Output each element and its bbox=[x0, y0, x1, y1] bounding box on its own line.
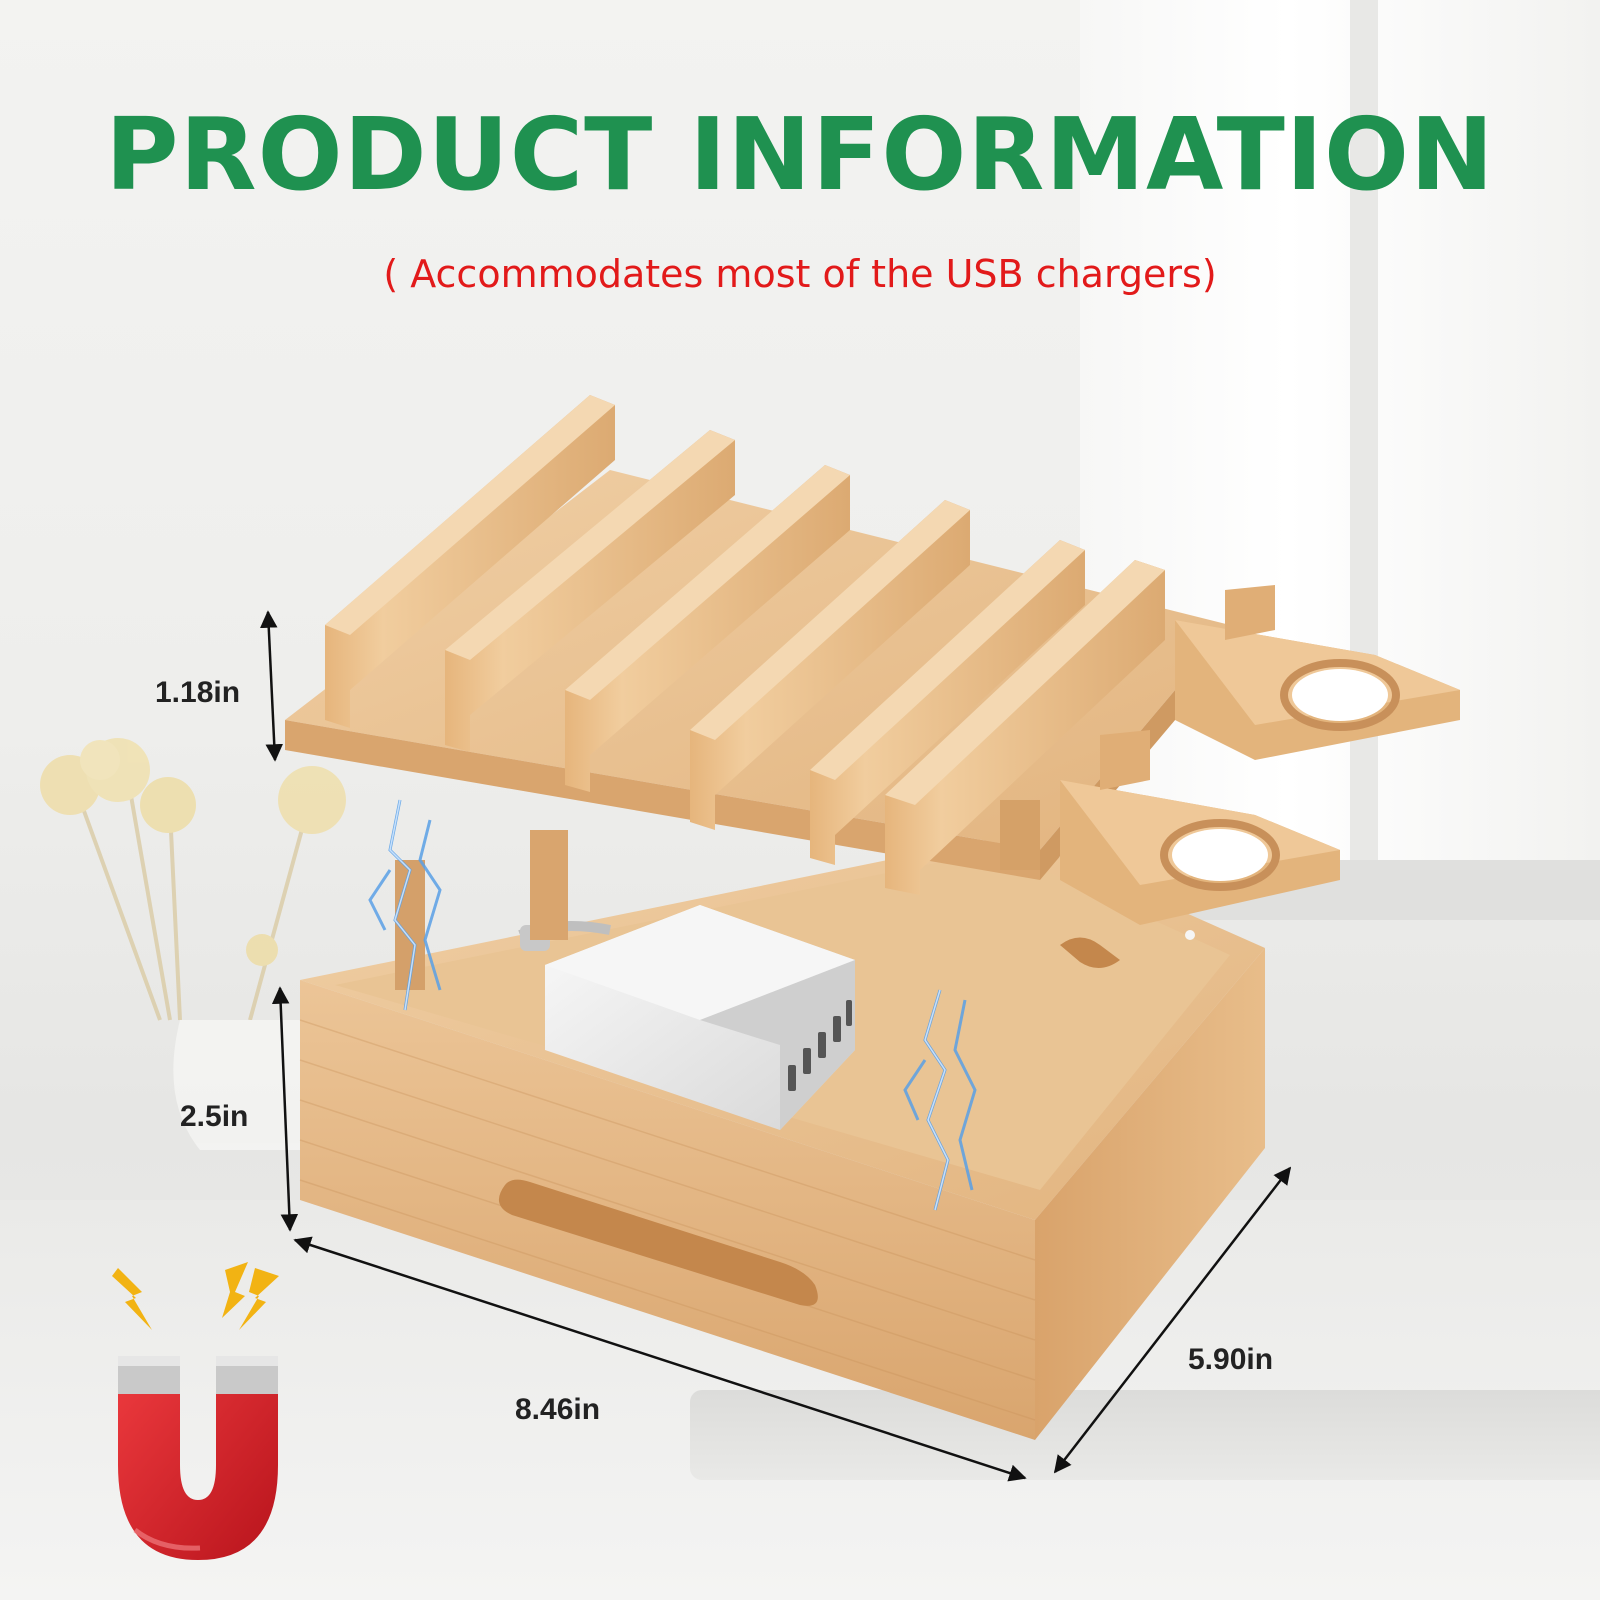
charging-station-base bbox=[299, 835, 1265, 1440]
dimension-arrow-top-height bbox=[260, 610, 283, 762]
device-slot-divider bbox=[810, 540, 1085, 865]
dimension-top-height-label: 1.18in bbox=[155, 676, 241, 709]
charging-station-top bbox=[285, 395, 1460, 990]
watch-holder bbox=[1060, 730, 1340, 925]
lightning-icon bbox=[112, 1262, 279, 1330]
device-slot-divider bbox=[690, 500, 970, 830]
dimension-length-label: 8.46in bbox=[515, 1393, 601, 1426]
watch-holder bbox=[1175, 585, 1460, 760]
dimension-arrow-length bbox=[293, 1236, 1027, 1482]
device-slot-divider bbox=[565, 465, 850, 792]
device-slot-divider bbox=[445, 430, 735, 752]
device-slot-divider bbox=[325, 395, 615, 728]
background-window bbox=[1080, 0, 1600, 900]
page-title: PRODUCT INFORMATION bbox=[105, 96, 1495, 213]
usb-charger bbox=[518, 905, 855, 1130]
device-slot-divider bbox=[885, 560, 1165, 895]
magnet-icon bbox=[118, 1356, 278, 1560]
dimension-width-label: 5.90in bbox=[1188, 1343, 1274, 1376]
dimension-base-height-label: 2.5in bbox=[180, 1100, 249, 1133]
usb-port bbox=[788, 1000, 852, 1091]
background-window-bar bbox=[1350, 0, 1378, 900]
page-subtitle: ( Accommodates most of the USB chargers) bbox=[383, 252, 1217, 296]
dimension-arrow-base-height bbox=[271, 986, 299, 1232]
dimension-arrow-width bbox=[1053, 1166, 1292, 1474]
